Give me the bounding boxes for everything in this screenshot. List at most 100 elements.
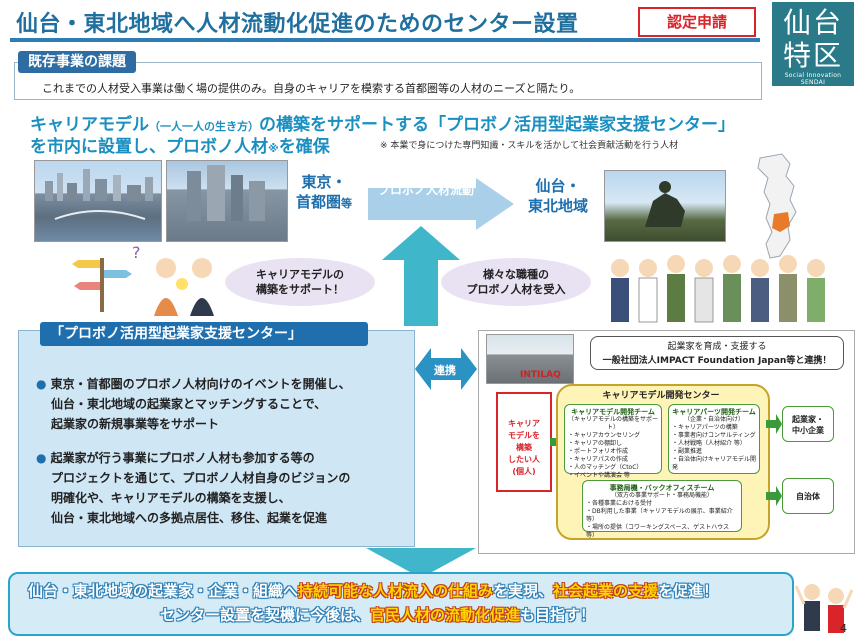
- tokyo-skyline-photo: [34, 160, 162, 242]
- career-support-bubble: キャリアモデルの 構築をサポート！: [225, 258, 375, 306]
- conclusion-line2: センター設置を契機に今後は、官民人材の流動化促進も目指す！: [160, 604, 595, 625]
- center-bullet-projects: ● 起業家が行う事業にプロボノ人材も参加する等の プロジェクトを通じて、プロボノ…: [36, 448, 350, 528]
- headline-text: を確保: [278, 137, 330, 157]
- callout-line: 一般社団法人IMPACT Foundation Japan等と連携！: [602, 356, 832, 366]
- shinjuku-photo: [166, 160, 288, 242]
- team-item: ・キャリアパーツの構築: [672, 424, 738, 431]
- page-number: 4: [840, 622, 847, 635]
- bullet-icon: ●: [36, 377, 47, 391]
- team-item: ・事業者向けコンサルティング: [672, 432, 756, 439]
- bullet-line: 明確化や、キャリアモデルの構築を支援し、: [51, 491, 291, 505]
- bubble-line: プロボノ人材を受入: [466, 283, 566, 296]
- up-arrow-icon: [382, 226, 460, 326]
- towers-drawing: [187, 165, 265, 221]
- people-illustration-right: [611, 255, 825, 323]
- conclusion-text: 仙台・東北地域の起業家・企業・組織へ: [28, 582, 299, 600]
- seeker-line: 構築: [516, 443, 532, 452]
- dev-center-title: キャリアモデル開発センター: [602, 391, 720, 401]
- flow-label: プロボノ人材流動: [378, 183, 475, 197]
- origin-label: 東京・ 首都圏等: [296, 172, 352, 214]
- gov-label: 自治体: [796, 492, 820, 501]
- probono-note: ※ 本業で身につけた専門知識・スキルを活かして社会貢献活動を行う人材: [380, 141, 679, 151]
- headline-text: キャリアモデル: [30, 115, 149, 135]
- team-title: キャリアパーツ開発チーム: [672, 408, 756, 416]
- bullet-line: 起業家が行う事業にプロボノ人材も参加する等の: [50, 451, 315, 465]
- team-title: キャリアモデル開発チーム: [571, 408, 655, 416]
- career-seeker-box: キャリア モデルを 構築 したい人 (個人): [496, 392, 552, 492]
- career-model-team: キャリアモデル開発チーム （キャリアモデルの構築をサポート） ・キャリアカウンセ…: [564, 404, 662, 479]
- career-parts-team: キャリアパーツ開発チーム （企業・自治体向け） ・キャリアパーツの構築 ・事業者…: [668, 404, 760, 474]
- down-arrow-icon: [366, 548, 476, 578]
- issue-text: これまでの人材受入事業は働く場の提供のみ。自身のキャリアを模索する首都圏等の人材…: [42, 82, 581, 95]
- team-item: ・場所の提供（コワーキングスペース、ゲストハウス 等）: [586, 524, 730, 539]
- conclusion-highlight: 官民人材の流動化促進: [370, 606, 521, 624]
- link-label: 連携: [434, 364, 456, 377]
- bullet-line: プロジェクトを通じて、プロボノ人材自身のビジョンの: [51, 471, 351, 485]
- bullet-icon: ●: [36, 451, 47, 465]
- bubble-line: キャリアモデルの: [256, 268, 344, 281]
- issue-heading: 既存事業の課題: [18, 51, 136, 73]
- team-subtitle: （キャリアモデルの構築をサポート）: [568, 416, 659, 431]
- sme-line: 起業家・: [792, 415, 824, 424]
- bullet-line: 仙台・東北地域の起業家とマッチングすることで、: [51, 397, 327, 411]
- sme-box: 起業家・ 中小企業: [782, 406, 834, 442]
- bullet-line: 起業家の新規事業等をサポート: [51, 417, 220, 431]
- date-masamune-statue-photo: [604, 170, 726, 242]
- sendai-tokku-logo: 仙台 特区 Social Innovation SENDAI: [772, 2, 854, 86]
- conclusion-text: センター設置を契機に今後は、: [160, 606, 371, 624]
- team-item: ・ポートフォリオ作成: [568, 448, 629, 455]
- logo-subtitle: Social Innovation SENDAI: [784, 72, 842, 86]
- bullet-line: 仙台・東北地域への多拠点居住、移住、起業を促進: [51, 511, 328, 525]
- team-subtitle: （双方の事業サポート・事務局機能）: [610, 492, 713, 499]
- headline-text: を市内に設置し、プロボノ人材: [30, 137, 268, 157]
- talent-receive-bubble: 様々な職種の プロボノ人材を受入: [441, 258, 591, 306]
- team-subtitle: （企業・自治体向け）: [683, 416, 744, 423]
- logo-line1: 仙台: [782, 6, 843, 39]
- skyline-drawing: [45, 169, 153, 220]
- intilaq-building-photo: [486, 334, 574, 384]
- center-title: 「プロボノ活用型起業家支援センター」: [40, 322, 368, 346]
- destination-line2: 東北地域: [528, 197, 589, 215]
- logo-line2: 特区: [782, 39, 843, 72]
- destination-label: 仙台・ 東北地域: [528, 176, 588, 216]
- headline-small: ※: [268, 142, 279, 155]
- bubble-line: 様々な職種の: [483, 268, 549, 281]
- tohoku-map-icon: [757, 153, 797, 259]
- partner-callout: 起業家を育成・支援する 一般社団法人IMPACT Foundation Japa…: [590, 336, 844, 370]
- sme-connector-icon: [766, 414, 782, 434]
- back-office-team: 事務局機・バックオフィスチーム （双方の事業サポート・事務局機能） ・各種事業に…: [582, 480, 742, 539]
- destination-line1: 仙台・: [535, 177, 581, 195]
- seeker-line: したい人: [508, 455, 540, 464]
- headline-line2: を市内に設置し、プロボノ人材※を確保: [30, 132, 330, 157]
- sme-line: 中小企業: [792, 426, 824, 435]
- people-illustration-left: ?: [72, 243, 214, 316]
- headline-line1: キャリアモデル（一人一人の生き方）の構築をサポートする「プロボノ活用型起業家支援…: [30, 110, 735, 135]
- team-item: ・イベントや講演会 等: [568, 472, 630, 479]
- cheering-people-illustration: [794, 584, 854, 633]
- flow-arrow-icon: [368, 178, 514, 230]
- bubble-line: 構築をサポート！: [256, 283, 344, 296]
- team-item: ・人のマッチング（CtoC）: [568, 464, 643, 471]
- statue-drawing: [645, 181, 685, 227]
- seeker-line: キャリア: [508, 419, 540, 428]
- page-title: 仙台・東北地域へ人材流動化促進のためのセンター設置: [16, 12, 579, 37]
- team-item: ・キャリアパスの作成: [568, 456, 628, 463]
- conclusion-box: [8, 572, 794, 636]
- center-bullet-events: ● 東京・首都圏のプロボノ人材向けのイベントを開催し、 仙台・東北地域の起業家と…: [36, 374, 351, 434]
- headline-small: （一人一人の生き方）: [149, 120, 259, 133]
- team-item: ・キャリアカウンセリング: [568, 432, 641, 439]
- issue-box: [14, 62, 762, 100]
- origin-suffix: 等: [341, 197, 353, 210]
- team-item: ・各種事業における受付: [586, 500, 653, 507]
- conclusion-text: を実現、: [493, 582, 554, 600]
- callout-line: 起業家を育成・支援する: [667, 342, 767, 352]
- center-panel: [18, 330, 415, 547]
- certification-badge: 認定申請: [638, 7, 756, 37]
- team-item: ・自治体向けキャリアモデル開発: [672, 456, 757, 471]
- conclusion-line1: 仙台・東北地域の起業家・企業・組織へ持続可能な人材流入の仕組みを実現、社会起業の…: [28, 580, 718, 601]
- conclusion-highlight: 持続可能な人材流入の仕組み: [298, 582, 494, 600]
- intilaq-sign: INTILAQ: [520, 370, 561, 380]
- team-title: 事務局機・バックオフィスチーム: [609, 484, 715, 492]
- title-underline: [10, 38, 760, 42]
- conclusion-highlight: 社会起業の支援: [553, 582, 659, 600]
